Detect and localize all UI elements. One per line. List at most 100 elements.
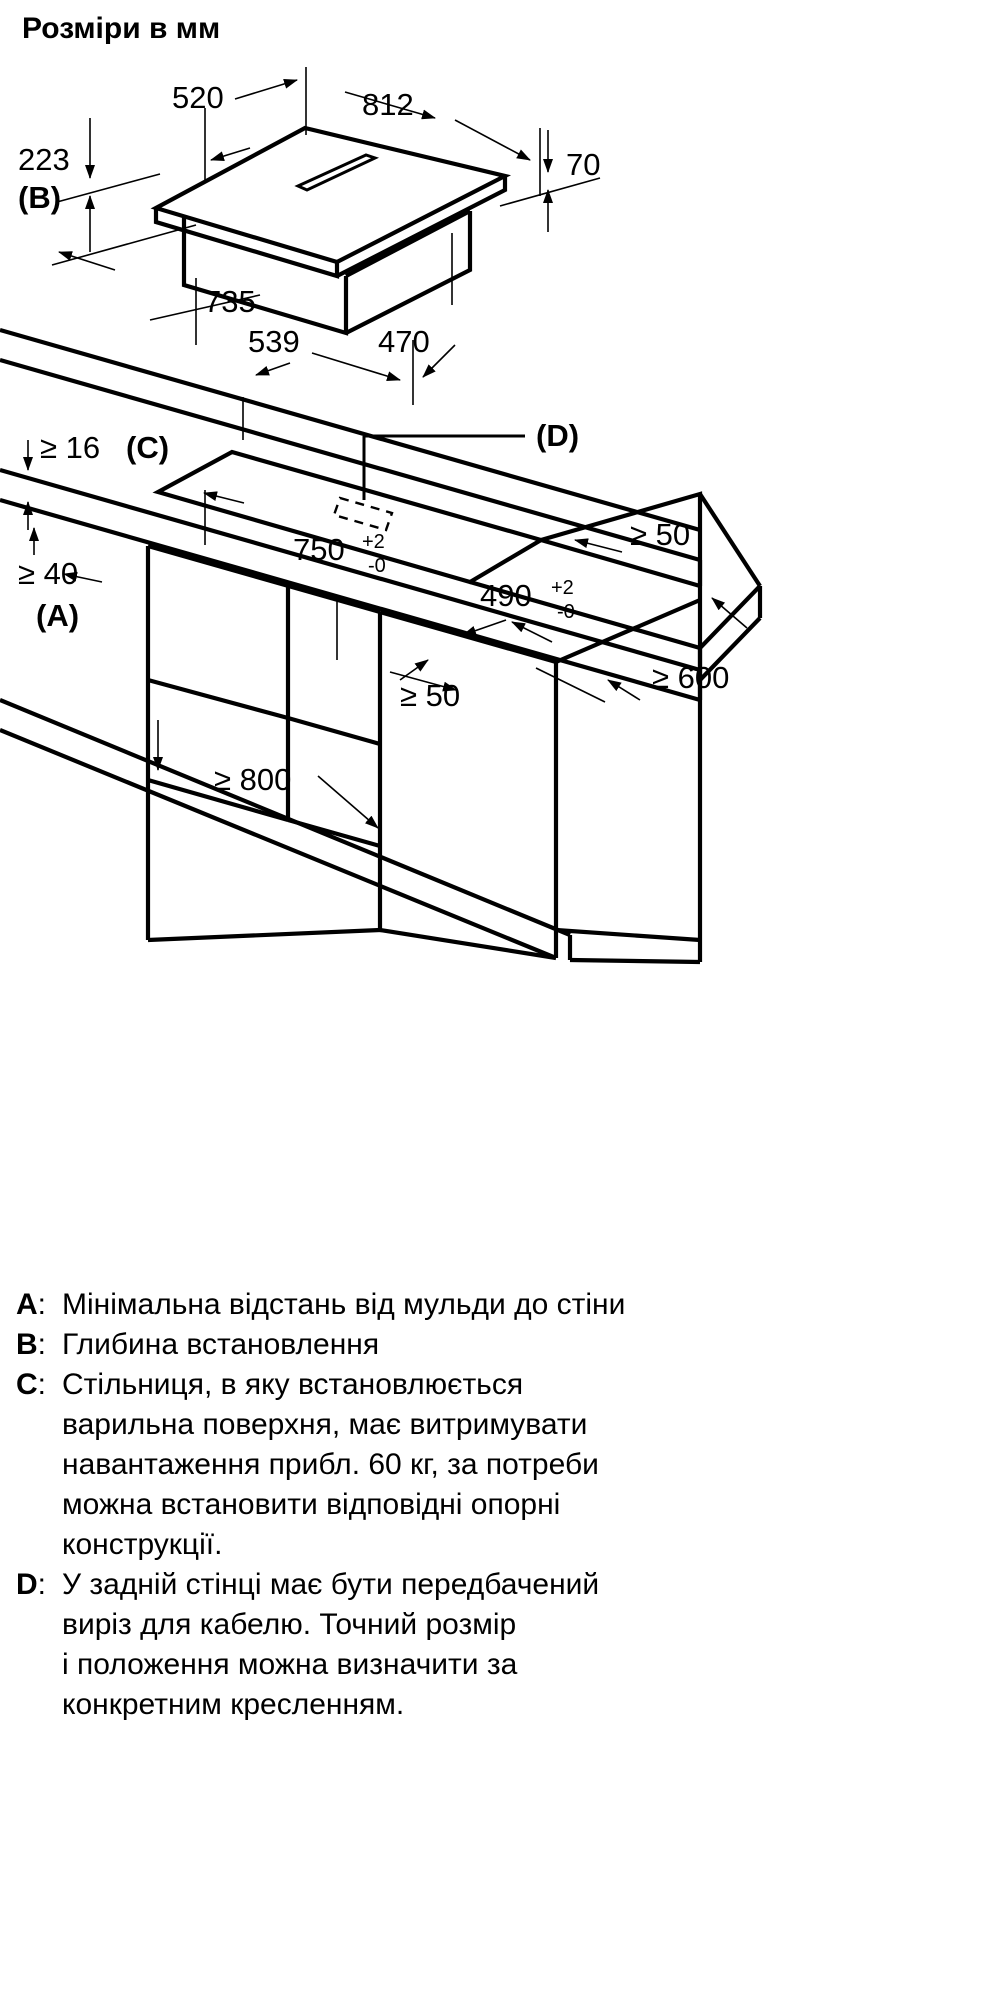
cooktop-body-front <box>181 216 349 336</box>
cabinet-bottom-right-foot <box>569 957 701 965</box>
legend-text-c: Стільниця, в яку встановлюється варильна… <box>62 1365 1000 1565</box>
legend-line: можна встановити відповідні опорні <box>62 1488 561 1521</box>
cooktop-body-top-edge <box>345 209 471 278</box>
worktop-cut-right-1 <box>540 537 701 589</box>
ref-label-a: (A) <box>36 598 79 633</box>
dim-label-750: 750 <box>293 532 345 567</box>
lead-70-a <box>499 177 601 207</box>
worktop-right-wing-bot2 <box>698 616 762 682</box>
dim-label-539: 539 <box>248 324 300 359</box>
dim-label-70: 70 <box>566 147 600 182</box>
arrow-50b <box>399 659 429 681</box>
floor-line-a <box>0 698 571 937</box>
dim-label-40: ≥ 40 <box>18 556 78 591</box>
arrow-800-b <box>317 775 379 829</box>
legend-line: навантаження прибл. 60 кг, за потреби <box>62 1448 599 1481</box>
cabinet-bottom-right-iso <box>555 927 701 943</box>
cooktop-glass-right-edge <box>336 176 508 278</box>
arrow-470-a <box>422 344 456 378</box>
floor-line-d <box>147 927 381 943</box>
dim-label-223: 223 <box>18 142 70 177</box>
arrow-750-b <box>389 671 457 692</box>
floor-line-b <box>0 728 557 960</box>
legend-key-d: D: <box>16 1568 47 1601</box>
legend-key-a: A: <box>16 1288 47 1321</box>
legend-line: варильна поверхня, має витримувати <box>62 1408 588 1441</box>
cooktop-glass-front-edge <box>153 208 340 279</box>
worktop-front-bottom-edge <box>0 497 701 703</box>
cabinet-right-iso-top <box>555 598 701 664</box>
worktop-front-top-edge <box>0 467 701 673</box>
legend-text-a: Мінімальна відстань від мульди до стіни <box>62 1285 1000 1325</box>
dim-label-16: ≥ 16 <box>40 430 100 465</box>
dim-750-tol-up: +2 <box>362 531 385 553</box>
legend-line: Глибина встановлення <box>62 1328 380 1361</box>
arrow-50a <box>574 538 623 553</box>
cabinet-left-top <box>147 543 381 615</box>
dim-label-600: ≥ 600 <box>652 660 729 695</box>
cabinet-bottom-left <box>147 777 289 823</box>
dim-label-50a: ≥ 50 <box>630 517 690 552</box>
legend-line: виріз для кабелю. Точний розмір <box>62 1608 517 1641</box>
cooktop-isometric-view: 520 812 223 (B) 70 735 <box>18 67 600 440</box>
cabinet-shelf-left <box>147 677 289 721</box>
cabinet-shelf <box>287 715 381 747</box>
dim-label-470: 470 <box>378 324 430 359</box>
legend-text-d: У задній стінці має бути передбачений ви… <box>62 1565 1000 1725</box>
worktop-right-wing-top <box>698 492 762 588</box>
cable-cutout-dashed <box>332 496 394 532</box>
dim-label-812: 812 <box>362 87 414 122</box>
dim-label-520: 520 <box>172 80 224 115</box>
dim-label-800: ≥ 800 <box>214 762 291 797</box>
floor-line-c <box>379 927 557 961</box>
legend-block: A: Мінімальна відстань від мульди до сті… <box>0 1285 1000 1725</box>
arrow-520-b <box>210 147 251 161</box>
arrow-750-a <box>203 491 245 504</box>
arrow-40-right <box>63 571 103 583</box>
dim-label-735: 735 <box>204 284 256 319</box>
legend-row-b: B: Глибина встановлення <box>0 1325 1000 1365</box>
dim-750-tol-down: -0 <box>368 555 386 577</box>
legend-line: Стільниця, в яку встановлюється <box>62 1368 524 1401</box>
cabinet-right-top <box>379 609 557 665</box>
worktop-back-top-edge <box>0 327 701 533</box>
lead-735 <box>149 294 261 321</box>
arrow-520-a <box>234 79 298 100</box>
legend-line: Мінімальна відстань від мульди до стіни <box>62 1288 626 1321</box>
arrow-735-a <box>58 251 116 271</box>
worktop-right-wing-bot <box>698 584 762 650</box>
legend-key-c: C: <box>16 1368 47 1401</box>
page-title: Розміри в мм <box>22 12 221 45</box>
arrow-600-a <box>711 597 748 629</box>
cooktop-body-right <box>345 211 473 335</box>
legend-text-b: Глибина встановлення <box>62 1325 1000 1365</box>
arrow-812-a <box>344 91 436 120</box>
legend-line: У задній стінці має бути передбачений <box>62 1568 600 1601</box>
legend-row-c: C: Стільниця, в яку встановлюється варил… <box>0 1365 1000 1565</box>
arrow-539-a <box>255 362 291 376</box>
dim-label-490: 490 <box>480 578 532 613</box>
dim-label-50b: ≥ 50 <box>400 678 460 713</box>
arrow-539-b <box>311 352 401 381</box>
cabinet-isometric-view: (D) ≥ 16 (C) <box>0 327 763 965</box>
legend-row-d: D: У задній стінці має бути передбачений… <box>0 1565 1000 1725</box>
arrow-490-b <box>511 621 553 643</box>
arrow-490-a <box>462 619 507 636</box>
arrow-600-b <box>607 679 641 701</box>
ref-label-b: (B) <box>18 180 61 215</box>
legend-key-b: B: <box>16 1328 47 1361</box>
arrow-812-b <box>454 119 531 161</box>
legend-line: конструкції. <box>62 1528 223 1561</box>
installation-diagram: 520 812 223 (B) 70 735 <box>0 67 763 965</box>
legend-row-a: A: Мінімальна відстань від мульди до сті… <box>0 1285 1000 1325</box>
worktop-cut-right-2 <box>469 579 701 651</box>
lead-223-top <box>56 173 161 203</box>
legend-line: конкретним кресленням. <box>62 1688 405 1721</box>
dim-490-tol-down: -0 <box>557 601 575 623</box>
extractor-slot <box>294 153 380 192</box>
legend-line: і положення можна визначити за <box>62 1648 518 1681</box>
ref-label-d: (D) <box>536 418 579 453</box>
lead-223-bottom <box>51 224 197 266</box>
lead-490 <box>535 667 606 703</box>
